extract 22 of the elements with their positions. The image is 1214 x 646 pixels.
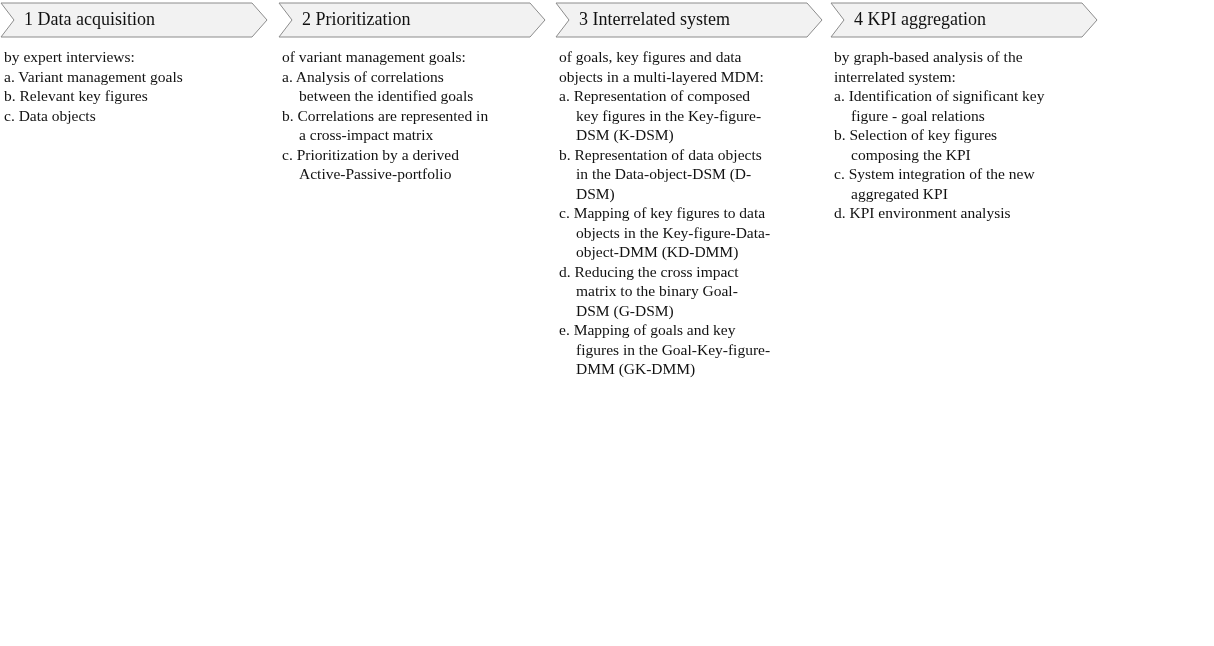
list-item: b. Representation of data objects in the Data-object-DSM (D-DSM): [559, 144, 763, 203]
step-header: [278, 2, 546, 38]
step-title: 1 Data acquisition: [24, 9, 155, 30]
step-description: by graph-based analysis of the interrelated system:: [834, 47, 1024, 86]
step-title: 2 Prioritization: [302, 9, 411, 30]
step-description: of goals, key figures and data objects in a multi-layered MDM:: [559, 47, 765, 86]
list-item: c. Mapping of key figures to data objects in the Key-figure-Data-object-DMM (KD-DMM): [559, 203, 771, 262]
step-description: by expert interviews:: [4, 47, 136, 67]
list-item: c. Data objects: [4, 105, 97, 125]
step-title: 4 KPI aggregation: [854, 9, 986, 30]
step-title: 3 Interrelated system: [579, 9, 730, 30]
list-item: b. Relevant key figures: [4, 86, 149, 106]
step-header: [555, 2, 823, 38]
step-header: [0, 2, 268, 38]
list-item: d. Reducing the cross impact matrix to the binary Goal-DSM (G-DSM): [559, 261, 740, 320]
step-description: of variant management goals:: [282, 47, 467, 67]
list-item: a. Representation of composed key figures in the Key-figure-DSM (K-DSM): [559, 86, 763, 145]
list-item: a. Variant management goals: [4, 66, 184, 86]
list-item: d. KPI environment analysis: [834, 203, 1012, 223]
list-item: c. Prioritization by a derived Active-Passive-portfolio: [282, 144, 460, 184]
step-header: [830, 2, 1098, 38]
list-item: e. Mapping of goals and key figures in the Goal-Key-figure-DMM (GK-DMM): [559, 320, 771, 379]
